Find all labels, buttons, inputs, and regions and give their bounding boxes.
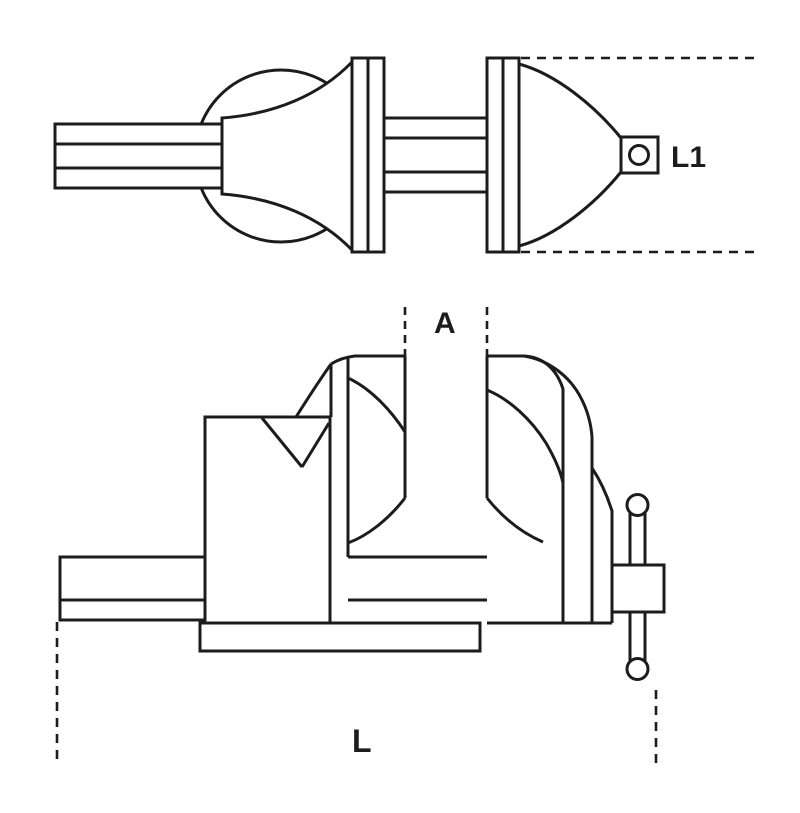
slide-channel	[348, 555, 487, 602]
fixed-jaw-body-top	[220, 58, 354, 254]
dimension-label-l1: L1	[671, 141, 706, 174]
movable-jaw-side	[485, 354, 614, 625]
screw-nut-block	[610, 563, 666, 614]
base-plate	[198, 621, 482, 653]
side-view: A	[55, 307, 666, 763]
fixed-jaw-plate	[350, 56, 386, 254]
slide-rod-top	[53, 122, 224, 190]
handle-ball-top	[625, 493, 650, 517]
handle-ball-bottom	[625, 657, 650, 681]
top-view: L1	[53, 56, 757, 254]
vise-body-block	[203, 415, 332, 625]
fixed-jaw-side	[329, 354, 407, 557]
drive-end	[619, 135, 660, 175]
dimension-label-l: L	[352, 723, 372, 759]
l1-extension-lines	[521, 56, 757, 254]
drive-end-hole	[628, 144, 650, 166]
handle-assembly	[610, 493, 666, 681]
dimension-label-a: A	[434, 307, 456, 340]
movable-jaw-body-top	[517, 62, 623, 248]
guide-rails	[382, 116, 489, 194]
cast-joint-lines	[260, 363, 333, 468]
slide-rod-side	[58, 555, 207, 622]
movable-jaw-plate	[485, 56, 521, 254]
l-extension-lines	[55, 622, 658, 763]
